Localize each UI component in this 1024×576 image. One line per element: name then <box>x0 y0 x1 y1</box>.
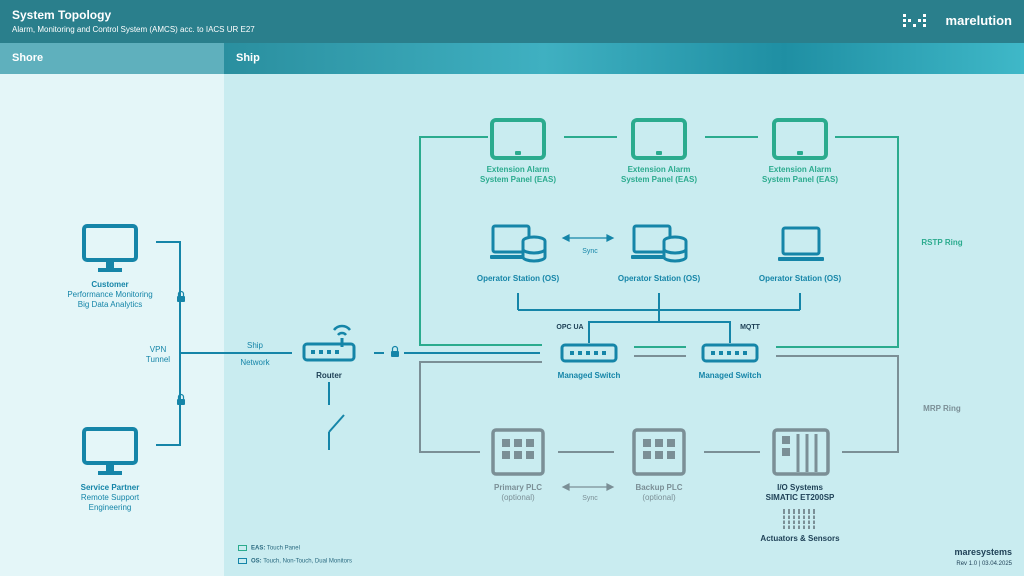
service-partner-label: Service Partner Remote Support Engineeri… <box>80 483 140 512</box>
shore-section-bar: Shore <box>0 43 224 74</box>
legend-os: OS: Touch, Non-Touch, Dual Monitors <box>238 558 352 565</box>
lock-icon <box>177 290 185 302</box>
operator-station-server-icon <box>631 224 688 263</box>
mqtt-label: MQTT <box>740 324 760 331</box>
actuators-sensors-icon <box>782 509 820 529</box>
ship-section-bar: Ship <box>224 43 1024 74</box>
vpn-lines <box>156 241 540 446</box>
sync-arrow-os <box>561 234 615 242</box>
marelution-logo-icon <box>903 14 926 27</box>
customer-monitor-icon <box>82 224 138 272</box>
managed-switch-icon <box>560 343 618 363</box>
os-label-2: Operator Station (OS) <box>617 274 701 283</box>
os-legend-icon <box>238 558 247 564</box>
operator-station-laptop-icon <box>778 226 824 261</box>
ship-network-label: Ship Network <box>240 341 270 367</box>
os-switch-lines <box>517 293 801 343</box>
header-bar: System Topology Alarm, Monitoring and Co… <box>0 0 1024 43</box>
ship-label: Ship <box>236 52 260 64</box>
backup-plc-label: Backup PLC(optional) <box>635 483 683 502</box>
customer-label: Customer Performance Monitoring Big Data… <box>67 280 153 309</box>
mrp-ring-lines <box>419 355 899 453</box>
plc-sync-label: Sync <box>582 495 598 502</box>
router-drop <box>328 382 345 450</box>
rstp-ring-label: RSTP Ring <box>921 238 963 247</box>
shore-area <box>0 74 224 576</box>
opc-ua-label: OPC UA <box>556 324 584 331</box>
managed-switch-label-1: Managed Switch <box>557 371 621 380</box>
mrp-ring-label: MRP Ring <box>923 404 961 413</box>
lock-icon <box>177 393 185 405</box>
primary-plc-label: Primary PLC(optional) <box>493 483 543 502</box>
actuators-sensors-label: Actuators & Sensors <box>760 534 840 543</box>
sync-arrow-plc <box>561 483 615 491</box>
router-label: Router <box>316 371 342 380</box>
os-sync-label: Sync <box>582 248 598 255</box>
maresystems-logo: maresystems <box>954 547 1012 557</box>
ship-area <box>224 74 1024 576</box>
page-title: System Topology <box>12 8 112 22</box>
revision-label: Rev 1.0 | 03.04.2025 <box>956 561 1012 567</box>
vpn-tunnel-label: VPN Tunnel <box>145 345 171 364</box>
eas-tablet-icon <box>631 118 687 160</box>
eas-tablet-icon <box>772 118 828 160</box>
shore-label: Shore <box>12 52 44 64</box>
router-icon <box>302 324 356 362</box>
io-system-icon <box>772 428 830 476</box>
managed-switch-label-2: Managed Switch <box>698 371 762 380</box>
eas-legend-icon <box>238 545 247 551</box>
operator-station-server-icon <box>490 224 547 263</box>
partner-monitor-icon <box>82 427 138 475</box>
os-label-3: Operator Station (OS) <box>758 274 842 283</box>
backup-plc-icon <box>632 428 686 476</box>
legend-eas: EAS: Touch Panel <box>238 545 300 552</box>
primary-plc-icon <box>491 428 545 476</box>
managed-switch-icon <box>701 343 759 363</box>
lock-icon <box>391 345 399 357</box>
eas-tablet-icon <box>490 118 546 160</box>
page-subtitle: Alarm, Monitoring and Control System (AM… <box>12 25 255 34</box>
brand-name: marelution <box>945 13 1012 28</box>
os-label-1: Operator Station (OS) <box>476 274 560 283</box>
rstp-ring-lines <box>419 136 899 348</box>
